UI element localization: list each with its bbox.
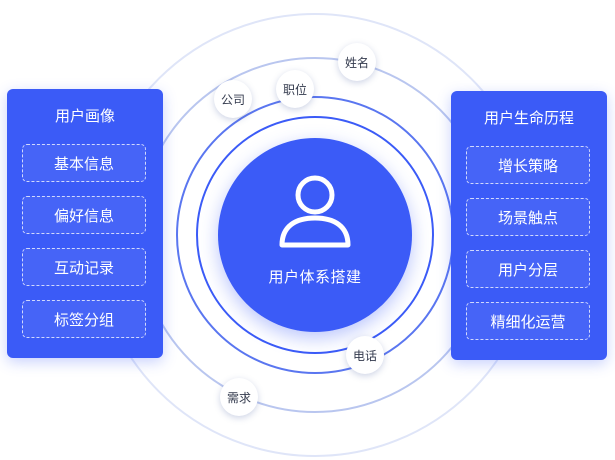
lifecycle-item-growth: 增长策略 (466, 146, 590, 184)
user-lifecycle-panel: 用户生命历程 增长策略 场景触点 用户分层 精细化运营 (451, 91, 607, 360)
profile-item-tags: 标签分组 (22, 300, 146, 338)
profile-item-preferences: 偏好信息 (22, 196, 146, 234)
tag-demand: 需求 (220, 378, 258, 416)
user-lifecycle-title: 用户生命历程 (483, 109, 574, 127)
user-icon (279, 175, 351, 248)
core-ring (196, 116, 434, 354)
user-system-hub: 用户体系搭建 (218, 138, 412, 332)
user-profile-title: 用户画像 (54, 107, 115, 125)
profile-item-basic-info: 基本信息 (22, 144, 146, 182)
hub-label: 用户体系搭建 (268, 268, 362, 286)
lifecycle-item-touchpoints: 场景触点 (466, 198, 590, 236)
tag-phone: 电话 (346, 336, 384, 374)
user-profile-panel: 用户画像 基本信息 偏好信息 互动记录 标签分组 (7, 89, 163, 358)
lifecycle-item-segmentation: 用户分层 (466, 250, 590, 288)
profile-item-interactions: 互动记录 (22, 248, 146, 286)
tag-name: 姓名 (338, 43, 376, 81)
tag-position: 职位 (276, 70, 314, 108)
tag-company: 公司 (214, 80, 252, 118)
lifecycle-item-operations: 精细化运营 (466, 302, 590, 340)
